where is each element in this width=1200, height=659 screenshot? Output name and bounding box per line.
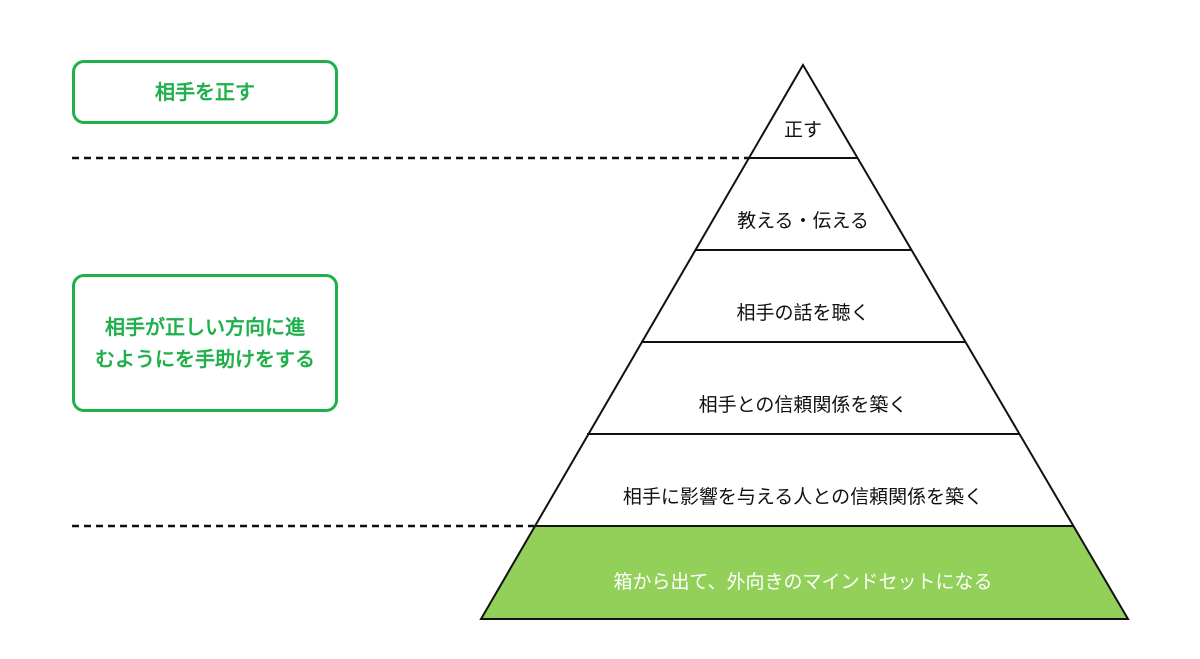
- side-label-guide-text: 相手が正しい方向に進 むようにを手助けをする: [95, 311, 315, 375]
- side-label-correct-text: 相手を正す: [155, 80, 255, 104]
- pyramid-base-band: [481, 526, 1128, 619]
- pyramid-level-2-label: 教える・伝える: [737, 210, 869, 232]
- side-label-guide-line-2: むようにを手助けをする: [95, 347, 315, 371]
- side-label-correct-box: 相手を正す: [72, 60, 338, 124]
- side-label-guide-box: 相手が正しい方向に進 むようにを手助けをする: [72, 274, 338, 412]
- pyramid-level-6-label: 箱から出て、外向きのマインドセットになる: [613, 571, 992, 593]
- pyramid-level-4-label: 相手との信頼関係を築く: [699, 394, 908, 416]
- side-label-guide-line-1: 相手が正しい方向に進: [105, 315, 305, 339]
- pyramid-level-1-label: 正す: [784, 119, 822, 141]
- pyramid-level-3-label: 相手の話を聴く: [736, 302, 869, 324]
- pyramid-level-5-label: 相手に影響を与える人との信頼関係を築く: [623, 486, 983, 508]
